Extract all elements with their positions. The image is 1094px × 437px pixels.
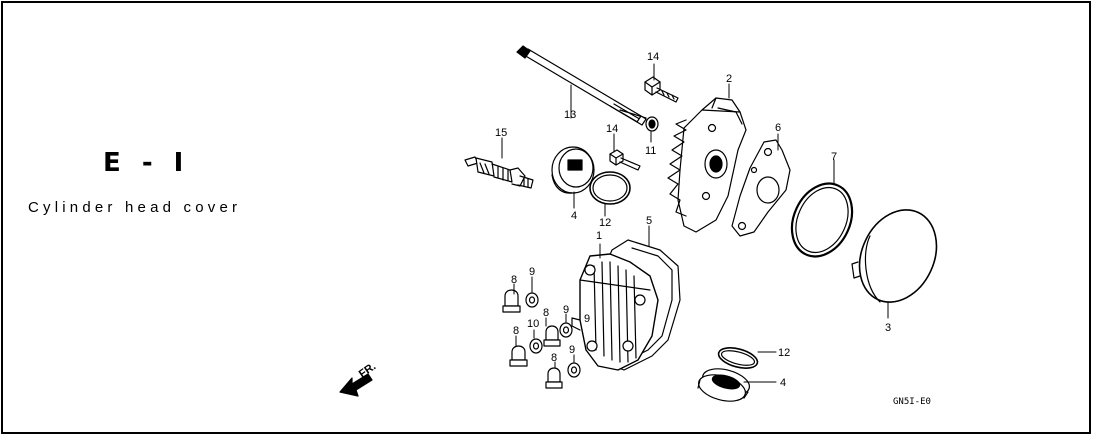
callout-8-a: 8: [511, 274, 517, 286]
section-title: Cylinder head cover: [28, 199, 242, 216]
callout-4-lower: 4: [780, 377, 786, 389]
part-8-cap-nut-c: [509, 345, 528, 367]
part-6-gasket: [731, 139, 791, 237]
callout-3: 3: [885, 322, 891, 334]
part-14-bolt-upper: [644, 76, 679, 103]
callout-13: 13: [564, 109, 576, 121]
part-4-cap-upper: [551, 146, 595, 194]
part-11-washer: [645, 116, 659, 132]
part-7-o-ring-large: [790, 182, 854, 258]
part-8-cap-nut-a: [502, 289, 521, 313]
callout-9-d: 9: [584, 313, 590, 325]
part-8-cap-nut-d: [545, 367, 563, 389]
part-13-stud-bolt: [516, 45, 647, 126]
callout-2: 2: [726, 73, 732, 85]
callout-1: 1: [596, 230, 602, 242]
callout-5: 5: [646, 215, 652, 227]
part-3-round-cover: [851, 209, 938, 303]
part-8-cap-nut-b: [543, 325, 561, 347]
callout-8-c: 8: [513, 325, 519, 337]
callout-12-lower: 12: [778, 347, 790, 359]
section-code: E - I: [103, 148, 190, 178]
callout-10: 10: [527, 318, 539, 330]
part-12-o-ring-upper: [589, 171, 631, 205]
callout-14-lower: 14: [606, 123, 618, 135]
part-12-o-ring-lower: [717, 347, 759, 369]
diagram-code: GN5I-E0: [893, 397, 931, 407]
part-1-cylinder-head-cover: [571, 253, 659, 371]
callout-8-d: 8: [551, 352, 557, 364]
part-15-spark-plug: [464, 156, 534, 189]
part-10-washer: [529, 338, 543, 354]
callout-numbers: 1 2 3 4 4 5 6 7 8 8 8 8 9 9 9 9 10 11 12…: [495, 51, 891, 389]
callout-9-c: 9: [569, 344, 575, 356]
callout-14-upper: 14: [647, 51, 659, 63]
callout-7: 7: [831, 151, 837, 163]
callout-11: 11: [645, 145, 656, 157]
callout-12-upper: 12: [599, 217, 611, 229]
part-14-bolt-lower: [609, 149, 641, 171]
callout-8-b: 8: [543, 307, 549, 319]
callout-9-a: 9: [529, 266, 535, 278]
callout-6: 6: [775, 122, 781, 134]
callout-15: 15: [495, 127, 507, 139]
front-arrow-icon: FR.: [339, 360, 378, 397]
front-arrow-label: FR.: [357, 360, 378, 380]
callout-4-upper: 4: [571, 210, 577, 222]
part-9-washers: [525, 292, 581, 378]
part-2-side-cover: [667, 97, 747, 233]
callout-leaders: [501, 63, 889, 383]
callout-9-b: 9: [563, 304, 569, 316]
part-4-cap-lower: [697, 368, 750, 402]
